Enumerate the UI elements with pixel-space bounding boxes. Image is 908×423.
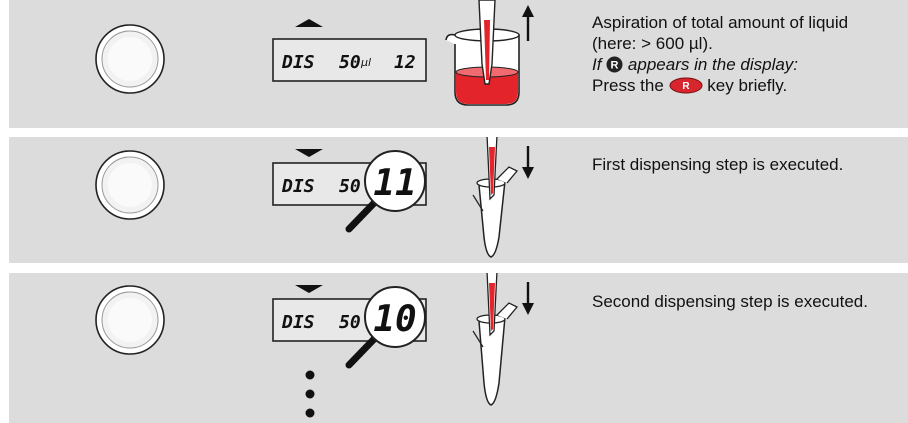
description-text: Second dispensing step is executed. bbox=[592, 292, 868, 311]
description-text: First dispensing step is executed. bbox=[592, 155, 844, 174]
step-row-second-dispense: DIS 50 10 Second dispensing step is exec… bbox=[9, 273, 908, 423]
continuation-dots-icon bbox=[305, 370, 315, 418]
svg-text:R: R bbox=[611, 60, 619, 72]
lcd-mode: DIS bbox=[281, 312, 315, 333]
lcd-count: 11 bbox=[373, 163, 416, 204]
lcd-mode: DIS bbox=[281, 176, 315, 197]
lcd-volume: 50 bbox=[339, 52, 361, 73]
r-key-icon: R bbox=[669, 77, 703, 94]
lcd-display: DIS 50 µl 12 bbox=[272, 19, 427, 82]
step-illustration: DIS 50 10 bbox=[95, 273, 534, 418]
step-illustration: DIS 50 11 bbox=[95, 137, 534, 258]
tube-illustration bbox=[472, 137, 519, 258]
magnifier-lens bbox=[364, 286, 426, 348]
press-key-note: Press the R key briefly. bbox=[592, 76, 788, 95]
step-row-first-dispense: DIS 50 11 First dispensing step is execu… bbox=[9, 137, 908, 263]
arrow-down-icon bbox=[522, 282, 534, 315]
display-note: If R appears in the display: bbox=[592, 55, 799, 74]
arrow-down-icon bbox=[522, 146, 534, 179]
magnifier-handle bbox=[345, 332, 381, 369]
lcd-display: DIS 50 11 bbox=[272, 149, 427, 233]
lcd-count: 12 bbox=[394, 52, 416, 73]
svg-text:R: R bbox=[682, 81, 690, 92]
plunger-button bbox=[95, 150, 165, 220]
up-triangle-icon bbox=[295, 19, 323, 27]
magnifier-lens bbox=[364, 150, 426, 212]
r-badge-icon: R bbox=[606, 56, 623, 73]
lcd-count: 10 bbox=[373, 299, 416, 340]
step-illustration: DIS 50 µl 12 bbox=[95, 0, 534, 106]
tube-illustration bbox=[472, 273, 519, 406]
lcd-volume: 50 bbox=[339, 312, 361, 333]
step-description: Second dispensing step is executed. bbox=[592, 291, 892, 312]
plunger-button bbox=[95, 285, 165, 355]
plunger-button bbox=[95, 24, 165, 94]
down-triangle-icon bbox=[295, 149, 323, 157]
step-description: Aspiration of total amount of liquid (he… bbox=[592, 12, 892, 96]
magnifier-handle bbox=[345, 196, 381, 233]
lcd-mode: DIS bbox=[281, 52, 315, 73]
lcd-display: DIS 50 10 bbox=[272, 285, 427, 369]
down-triangle-icon bbox=[295, 285, 323, 293]
lcd-unit: µl bbox=[360, 56, 371, 69]
description-text: Aspiration of total amount of liquid (he… bbox=[592, 13, 849, 53]
arrow-up-icon bbox=[522, 5, 534, 41]
lcd-volume: 50 bbox=[339, 176, 361, 197]
beaker-illustration bbox=[445, 0, 520, 106]
step-row-aspiration: DIS 50 µl 12 Aspiration of total amount … bbox=[9, 0, 908, 128]
step-description: First dispensing step is executed. bbox=[592, 154, 892, 175]
